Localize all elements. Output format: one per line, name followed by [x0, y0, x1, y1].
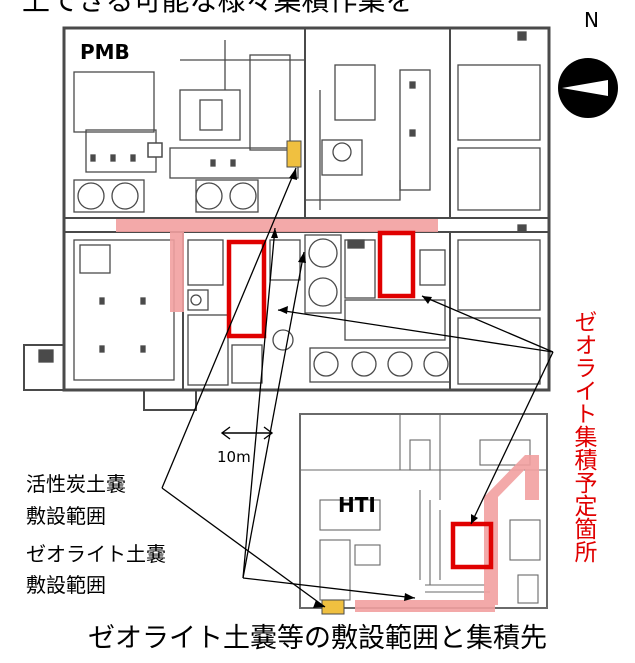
zeolite-storage-box-hti [450, 521, 494, 570]
zeolite-bag-label-line1: ゼオライト土嚢 [26, 542, 166, 566]
pmb-building-label: PMB [80, 40, 130, 64]
activated-carbon-label-line2: 敷設範囲 [26, 504, 106, 528]
zeolite-storage-label: ゼオライト集積予定箇所 [570, 310, 596, 563]
zeolite-storage-boxes [226, 230, 416, 339]
zeolite-bag-range-hti [355, 455, 539, 612]
leader-lines [161, 167, 554, 608]
activated-carbon-label-line1: 活性炭土嚢 [26, 472, 126, 496]
scale-label: 10m [217, 448, 251, 466]
zeolite-bag-label-line2: 敷設範囲 [26, 573, 106, 597]
activated-carbon-range-hti [321, 599, 345, 615]
leader-arrowheads [271, 168, 478, 608]
hti-floor-plan [299, 413, 548, 609]
hti-building-label: HTI [338, 493, 376, 517]
figure-caption: ゼオライト土嚢等の敷設範囲と集積先 [88, 623, 547, 654]
north-label: N [584, 8, 599, 32]
activated-carbon-range-pmb [286, 140, 302, 168]
zeolite-bag-range-pmb [116, 219, 438, 312]
compass-icon [558, 58, 618, 118]
header-fragment: 上できる可能な様々集積作業を [22, 0, 414, 17]
scale-bar [220, 426, 274, 440]
